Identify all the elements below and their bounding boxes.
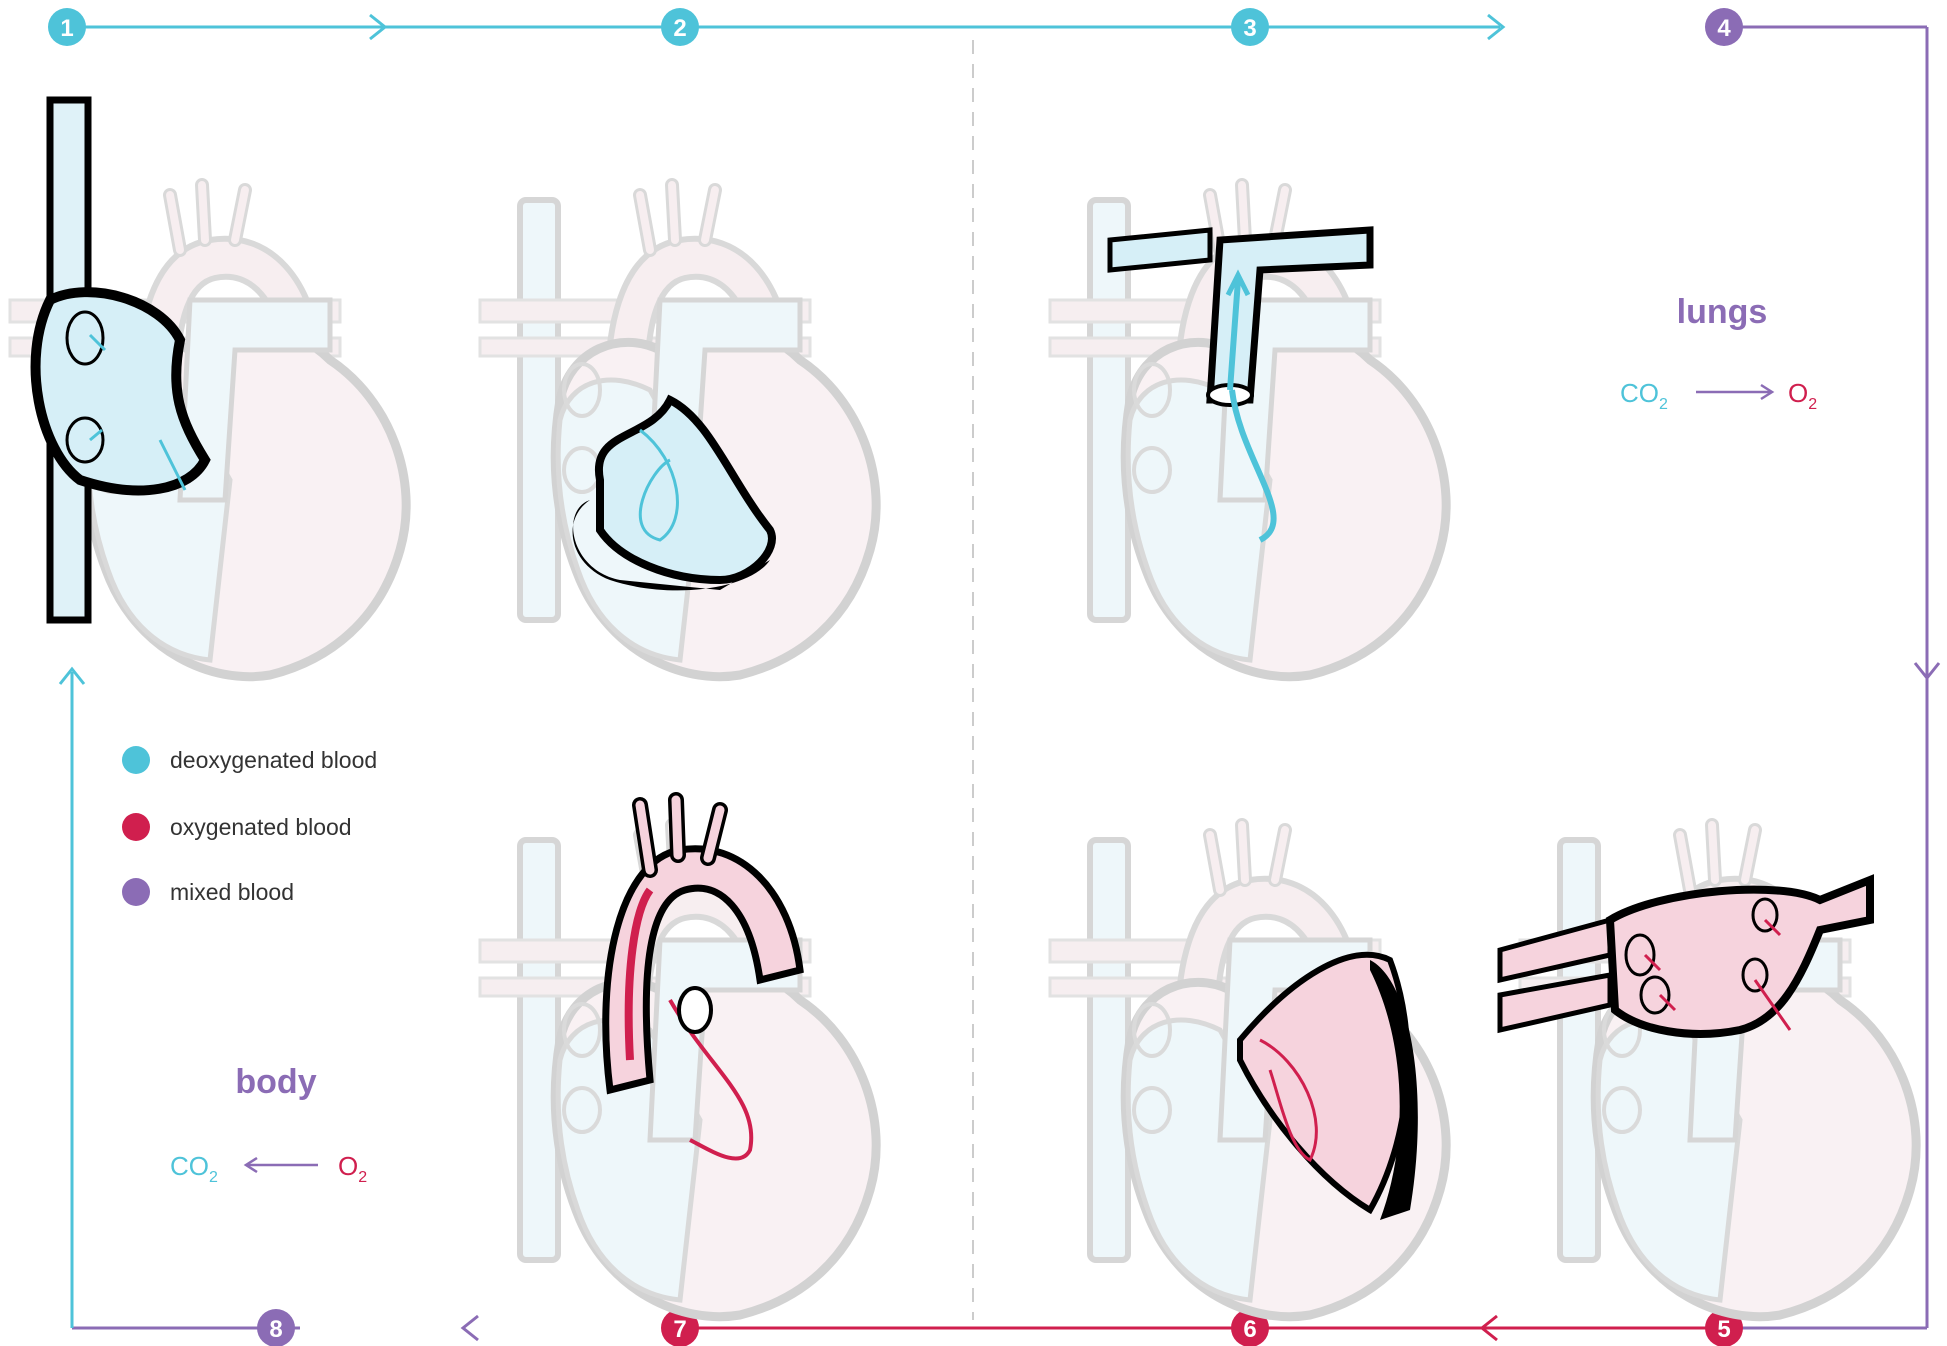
body-to: O2 (338, 1151, 367, 1186)
step-badges: 1 2 3 4 5 6 7 8 (48, 8, 1743, 1346)
legend-swatch-oxygenated (122, 813, 150, 841)
legend-item-oxygenated: oxygenated blood (122, 813, 352, 841)
lungs-title: lungs (1677, 293, 1768, 331)
svg-text:4: 4 (1717, 15, 1731, 42)
heart-step-3 (1050, 185, 1446, 677)
heart-step-1 (10, 100, 406, 677)
heart-step-2 (480, 185, 876, 677)
svg-text:3: 3 (1243, 15, 1256, 42)
body-title: body (235, 1063, 316, 1101)
legend-item-mixed: mixed blood (122, 878, 294, 906)
heart-step-5 (1500, 825, 1916, 1317)
lungs-label-group: lungs CO2 O2 (1620, 293, 1817, 413)
legend-swatch-mixed (122, 878, 150, 906)
legend: deoxygenated blood oxygenated blood mixe… (122, 746, 377, 906)
svg-text:7: 7 (673, 1316, 686, 1343)
body-label-group: body CO2 O2 (170, 1063, 367, 1186)
step-badge-3: 3 (1231, 8, 1269, 46)
legend-item-deoxygenated: deoxygenated blood (122, 746, 377, 774)
legend-label: mixed blood (170, 879, 294, 905)
heart-step-7 (480, 800, 876, 1317)
legend-label: oxygenated blood (170, 814, 352, 840)
lungs-from: CO2 (1620, 378, 1668, 413)
legend-label: deoxygenated blood (170, 747, 377, 773)
lungs-to: O2 (1788, 378, 1817, 413)
step-badge-1: 1 (48, 8, 86, 46)
step-badge-8: 8 (257, 1309, 295, 1346)
svg-text:2: 2 (673, 15, 686, 42)
step-badge-2: 2 (661, 8, 699, 46)
step-badge-4: 4 (1705, 8, 1743, 46)
svg-text:1: 1 (60, 15, 73, 42)
svg-text:8: 8 (269, 1316, 282, 1343)
legend-swatch-deoxygenated (122, 746, 150, 774)
heart-step-6 (1050, 825, 1446, 1317)
svg-text:6: 6 (1243, 1316, 1256, 1343)
svg-text:5: 5 (1717, 1316, 1730, 1343)
body-from: CO2 (170, 1151, 218, 1186)
